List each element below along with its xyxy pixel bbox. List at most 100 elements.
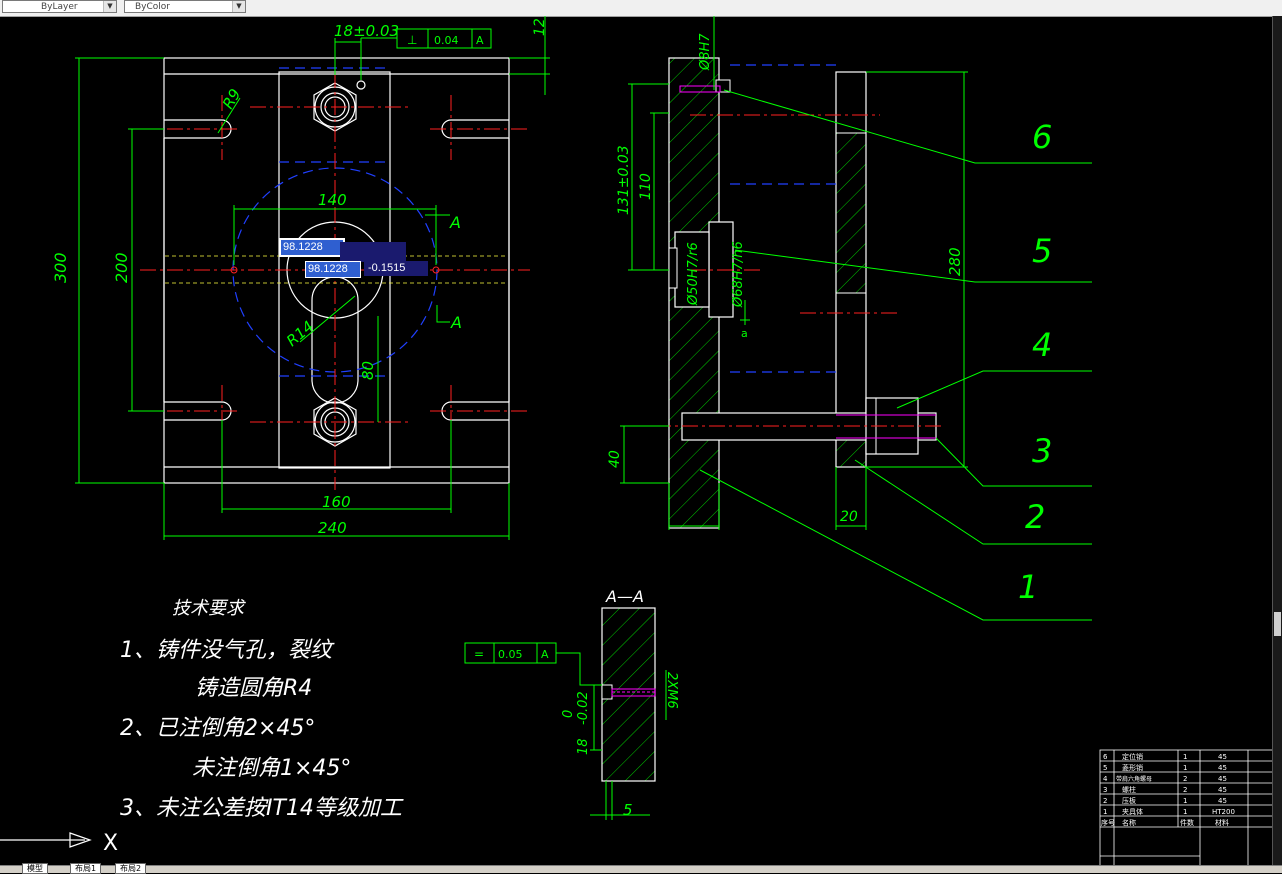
bom-row-4-qty: 2 xyxy=(1183,775,1187,783)
bom-row-6-material: 45 xyxy=(1218,753,1227,761)
linetype-value: ByLayer xyxy=(41,2,78,12)
callout-number-2: 2 xyxy=(1025,498,1045,536)
section-mark-bottom: A xyxy=(450,313,462,332)
dim-131-label: 131±0.03 xyxy=(616,145,632,215)
bom-row-6-qty: 1 xyxy=(1183,753,1187,761)
color-combo[interactable]: ByColor ▼ xyxy=(124,0,246,13)
fit-50-label: Ø50H7/r6 xyxy=(686,242,701,306)
bom-header-no: 序号 xyxy=(1101,818,1115,827)
gdt-frame-top xyxy=(360,28,492,49)
linetype-combo[interactable]: ByLayer ▼ xyxy=(2,0,117,13)
bom-row-1-qty: 1 xyxy=(1183,808,1187,816)
drawing-canvas[interactable]: 300 200 18±0.03 12 R9 140 R14 80 160 240… xyxy=(0,16,1273,867)
ucs-x-label: X xyxy=(103,831,118,856)
dim-300-label: 300 xyxy=(51,252,70,283)
dim-110-label: 110 xyxy=(638,173,654,200)
dim-5-label: 5 xyxy=(623,801,633,819)
bom-row-3-no: 3 xyxy=(1103,786,1107,794)
bom-row-2-qty: 1 xyxy=(1183,797,1187,805)
dim-160-label: 160 xyxy=(322,493,351,511)
tab-layout1[interactable]: 布局1 xyxy=(70,863,102,874)
fit-68-label: Ø68H7/h6 xyxy=(731,241,746,308)
tech-req-line-2: 铸造圆角R4 xyxy=(195,676,312,701)
dim-18-label: 18±0.03 xyxy=(334,22,399,40)
section-a-a xyxy=(464,607,667,820)
dim-80-label: 80 xyxy=(359,361,377,380)
dim-20-label: 20 xyxy=(840,509,858,525)
dimension-highlight xyxy=(340,242,406,262)
gdt-section-datum: A xyxy=(541,648,549,661)
section-a-a-title: A—A xyxy=(605,587,644,606)
properties-toolbar: ByLayer ▼ ByColor ▼ xyxy=(0,0,1282,17)
bom-row-6-no: 6 xyxy=(1103,753,1108,761)
bom-row-4-no: 4 xyxy=(1103,775,1108,783)
tech-req-line-5: 3、未注公差按IT14等级加工 xyxy=(120,796,404,821)
technical-requirements: 技术要求 1、铸件没气孔，裂纹 铸造圆角R4 2、已注倒角2×45° 未注倒角1… xyxy=(103,598,404,856)
bom-row-3-name: 螺柱 xyxy=(1122,785,1136,794)
bom-row-5-no: 5 xyxy=(1103,764,1107,772)
dimension-edit-field-2[interactable]: 98.1228 xyxy=(305,261,361,278)
callout-number-3: 3 xyxy=(1032,432,1052,470)
tech-req-line-4: 未注倒角1×45° xyxy=(192,756,351,781)
dim-200-label: 200 xyxy=(112,252,131,283)
title-block xyxy=(1099,749,1273,867)
ucs-icon xyxy=(0,832,92,848)
chevron-down-icon[interactable]: ▼ xyxy=(103,1,116,12)
bom-row-1-no: 1 xyxy=(1103,808,1107,816)
thread-label: 2XM6 xyxy=(664,672,679,709)
callout-number-6: 6 xyxy=(1032,118,1052,156)
gdt-perpendicularity-icon: ⊥ xyxy=(407,33,417,47)
callout-a-marker: a xyxy=(741,327,748,340)
chevron-down-icon[interactable]: ▼ xyxy=(232,1,245,12)
dim-tol-upper: 0 xyxy=(561,710,576,718)
bom-row-5-name: 菱形销 xyxy=(1122,763,1143,772)
callout-number-4: 4 xyxy=(1032,326,1052,364)
bom-row-1-material: HT200 xyxy=(1212,808,1235,816)
slot-r14 xyxy=(311,276,359,404)
dim-140-label: 140 xyxy=(318,191,347,209)
tech-req-heading: 技术要求 xyxy=(172,598,246,619)
vertical-scrollbar[interactable] xyxy=(1272,16,1282,866)
leader-lines xyxy=(699,89,1092,621)
color-value: ByColor xyxy=(135,2,170,12)
dim-r9-label: R9 xyxy=(219,86,245,112)
section-mark-top: A xyxy=(449,213,461,232)
dimension-edit-field-3[interactable]: -0.1515 xyxy=(364,261,428,276)
callout-number-5: 5 xyxy=(1032,232,1052,270)
bom-header-qty: 件数 xyxy=(1180,818,1194,827)
bom-row-2-material: 45 xyxy=(1218,797,1227,805)
bom-row-5-qty: 1 xyxy=(1183,764,1187,772)
bom-row-4-name: 带肩六角螺母 xyxy=(1116,775,1152,783)
bom-row-5-material: 45 xyxy=(1218,764,1227,772)
bom-header-material: 材料 xyxy=(1215,818,1229,827)
gdt-top-value: 0.04 xyxy=(434,34,459,47)
gdt-top-datum: A xyxy=(476,34,484,47)
bom-row-6-name: 定位销 xyxy=(1122,752,1143,761)
bom-row-3-material: 45 xyxy=(1218,786,1227,794)
bom-row-4-material: 45 xyxy=(1218,775,1227,783)
dim-280-label: 280 xyxy=(946,247,964,276)
tech-req-line-3: 2、已注倒角2×45° xyxy=(120,716,315,741)
fit-top-label: Ø8H7 xyxy=(698,33,713,71)
layout-tabs-bar: 模型 布局1 布局2 xyxy=(0,863,1282,874)
bom-table: 6 定位销 1 45 5 菱形销 1 45 4 带肩六角螺母 2 45 3 螺柱… xyxy=(1101,752,1235,827)
scrollbar-thumb[interactable] xyxy=(1274,612,1281,636)
callout-number-1: 1 xyxy=(1018,568,1038,606)
dim-12-label: 12 xyxy=(532,18,548,36)
tab-model[interactable]: 模型 xyxy=(22,863,48,874)
dimension-edit-field-1[interactable]: 98.1228 xyxy=(279,238,345,257)
gdt-section-value: 0.05 xyxy=(498,648,523,661)
bom-header-name: 名称 xyxy=(1122,818,1136,827)
side-dimensions xyxy=(620,16,968,530)
dim-40-label: 40 xyxy=(607,450,623,468)
side-view xyxy=(655,57,945,529)
dim-240-label: 240 xyxy=(318,519,347,537)
tech-req-line-1: 1、铸件没气孔，裂纹 xyxy=(120,638,335,663)
bom-row-3-qty: 2 xyxy=(1183,786,1187,794)
bom-row-2-no: 2 xyxy=(1103,797,1107,805)
front-dimensions xyxy=(75,16,550,540)
gdt-symmetry-icon: = xyxy=(474,647,484,661)
dim-18-base: 18 xyxy=(576,738,591,755)
dim-tol-lower: -0.02 xyxy=(576,691,591,725)
tab-layout2[interactable]: 布局2 xyxy=(115,863,147,874)
